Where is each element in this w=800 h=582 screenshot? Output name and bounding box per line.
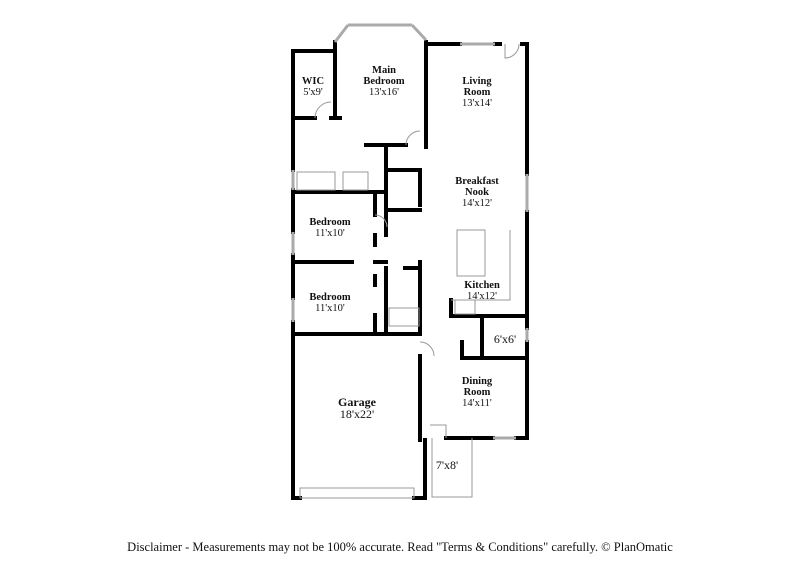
room-name: Bedroom [309, 217, 351, 228]
room-size: 18'x22' [339, 407, 375, 421]
room-size: 6'x6' [493, 332, 517, 346]
room-size: 5'x9' [303, 87, 323, 98]
room-name: Kitchen [464, 280, 500, 291]
wall-wic-top [291, 40, 337, 53]
room-name: Living Room [462, 76, 492, 98]
room-size: 14'x12' [461, 198, 493, 209]
window-main-bedroom-bay [333, 23, 428, 43]
room-label-closet: 6'x6' [493, 332, 517, 346]
shower-main [342, 171, 369, 191]
room-size: 11'x10' [315, 228, 345, 239]
windows [291, 23, 529, 440]
wall-hall-closets [384, 144, 422, 237]
wall-closet-6x6 [460, 316, 529, 360]
shower-kitchen [454, 299, 476, 315]
disclaimer: Disclaimer - Measurements may not be 100… [127, 540, 673, 554]
garage-door [299, 487, 415, 499]
room-name: Breakfast Nook [455, 176, 499, 198]
room-name: Bedroom [309, 292, 351, 303]
wall-garage-right [412, 438, 427, 500]
patio [431, 438, 473, 498]
wall-bath2 [384, 266, 422, 336]
room-size: 7'x8' [435, 458, 459, 472]
room-name: Garage [338, 395, 376, 409]
wall-kitchen-bottom [449, 298, 529, 318]
walls [291, 40, 529, 500]
room-name: WIC [301, 76, 325, 87]
room-name: Main Bedroom [363, 65, 405, 87]
kitchen-island [456, 229, 486, 277]
wall-left-lower [291, 260, 302, 500]
bathtub-main [296, 171, 336, 191]
room-label-patio: 7'x8' [435, 458, 459, 472]
room-size: 13'x16' [368, 87, 400, 98]
bathtub-hall [388, 307, 420, 327]
fixtures [296, 43, 520, 499]
room-size: 11'x10' [315, 303, 345, 314]
room-size: 14'x12' [466, 291, 498, 302]
door-swings [314, 43, 520, 438]
room-size: 13'x14' [461, 98, 493, 109]
room-name: Dining Room [461, 376, 493, 398]
room-size: 14'x11' [462, 398, 492, 409]
